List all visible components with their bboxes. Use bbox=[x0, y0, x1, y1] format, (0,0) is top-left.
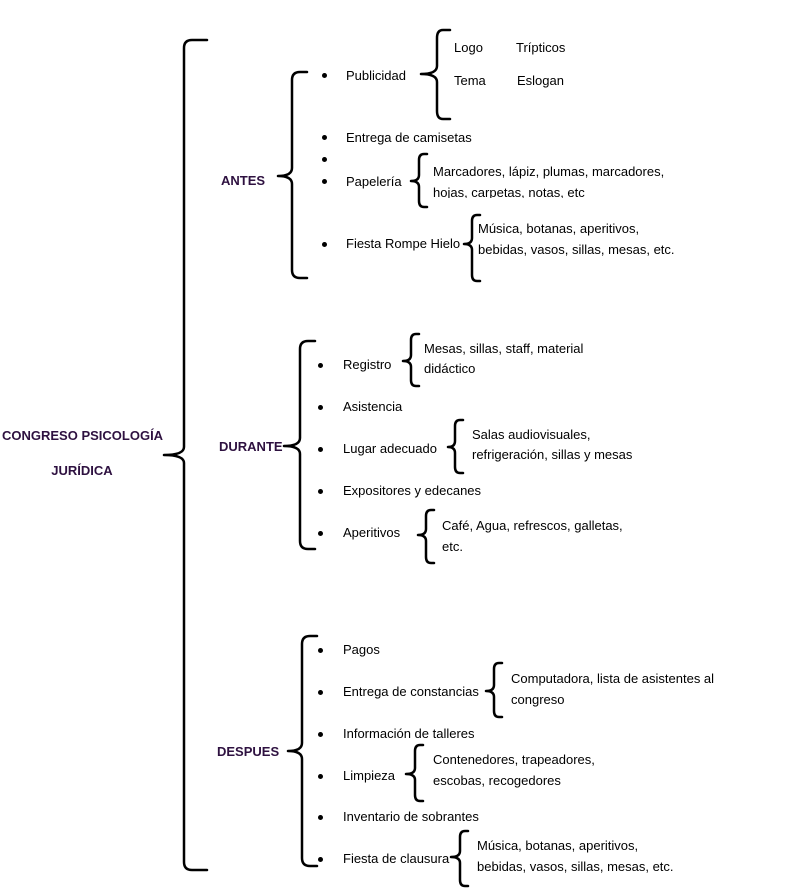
durante-brace bbox=[282, 339, 317, 551]
detail-papeleria-line1: Marcadores, lápiz, plumas, marcadores, bbox=[433, 164, 665, 179]
detail-limpieza-line2: escobas, recogedores bbox=[433, 773, 561, 788]
bullet-icon bbox=[318, 531, 323, 536]
phase-antes-label: ANTES bbox=[221, 173, 266, 188]
detail-registro-line2: didáctico bbox=[424, 361, 476, 376]
bullet-icon bbox=[322, 242, 327, 247]
papeleria-brace bbox=[409, 152, 429, 209]
item-pagos: Pagos bbox=[343, 642, 380, 657]
detail-constancias-line2: congreso bbox=[511, 692, 565, 707]
detail-papeleria-line2: hojas, carpetas, notas, etc bbox=[433, 185, 585, 198]
detail-constancias-line1: Computadora, lista de asistentes al bbox=[511, 671, 715, 686]
detail-limpieza-line1: Contenedores, trapeadores, bbox=[433, 752, 595, 767]
detail-logo: Logo bbox=[454, 40, 483, 55]
item-aperitivos: Aperitivos bbox=[343, 525, 401, 540]
item-fiesta-clausura: Fiesta de clausura bbox=[343, 851, 450, 866]
detail-tema: Tema bbox=[454, 73, 486, 88]
bullet-icon bbox=[318, 690, 323, 695]
bullet-icon bbox=[322, 135, 327, 140]
phase-despues-label: DESPUES bbox=[217, 744, 280, 759]
item-asistencia: Asistencia bbox=[343, 399, 403, 414]
item-talleres: Información de talleres bbox=[343, 726, 475, 741]
lugar-brace bbox=[446, 418, 465, 475]
clausura-brace bbox=[449, 829, 470, 888]
detail-fiesta-line2: bebidas, vasos, sillas, mesas, etc. bbox=[478, 242, 675, 257]
limpieza-brace bbox=[404, 743, 425, 803]
bullet-icon bbox=[318, 489, 323, 494]
bullet-icon bbox=[318, 815, 323, 820]
root-title-line1: CONGRESO PSICOLOGÍA bbox=[2, 428, 164, 443]
fiesta-brace bbox=[462, 213, 482, 283]
root-brace bbox=[162, 38, 209, 872]
antes-brace bbox=[276, 70, 309, 280]
detail-aperitivos-line2: etc. bbox=[442, 539, 463, 554]
root-title-line2: JURÍDICA bbox=[51, 463, 113, 478]
detail-aperitivos-line1: Café, Agua, refrescos, galletas, bbox=[442, 518, 623, 533]
item-expositores: Expositores y edecanes bbox=[343, 483, 482, 498]
bullet-icon bbox=[322, 179, 327, 184]
detail-eslogan: Eslogan bbox=[517, 73, 564, 88]
detail-registro-line1: Mesas, sillas, staff, material bbox=[424, 341, 584, 356]
bullet-icon bbox=[322, 157, 327, 162]
publicidad-brace bbox=[419, 28, 452, 121]
bullet-icon bbox=[318, 732, 323, 737]
bullet-icon bbox=[322, 73, 327, 78]
item-constancias: Entrega de constancias bbox=[343, 684, 479, 699]
aperitivos-brace bbox=[416, 508, 436, 565]
bullet-icon bbox=[318, 648, 323, 653]
detail-tripticos: Trípticos bbox=[516, 40, 566, 55]
item-papeleria: Papelería bbox=[346, 174, 402, 189]
item-inventario: Inventario de sobrantes bbox=[343, 809, 479, 824]
bullet-icon bbox=[318, 405, 323, 410]
detail-fiesta-line1: Música, botanas, aperitivos, bbox=[478, 221, 640, 236]
item-fiesta-rompe-hielo: Fiesta Rompe Hielo bbox=[346, 236, 461, 251]
bullet-icon bbox=[318, 363, 323, 368]
detail-lugar-line1: Salas audiovisuales, bbox=[472, 427, 591, 442]
detail-lugar-line2: refrigeración, sillas y mesas bbox=[472, 447, 633, 462]
item-camisetas: Entrega de camisetas bbox=[346, 130, 472, 145]
constancias-brace bbox=[484, 661, 504, 719]
detail-clausura-line1: Música, botanas, aperitivos, bbox=[477, 838, 639, 853]
bullet-icon bbox=[318, 447, 323, 452]
bullet-icon bbox=[318, 857, 323, 862]
registro-brace bbox=[401, 332, 421, 388]
item-limpieza: Limpieza bbox=[343, 768, 396, 783]
item-publicidad: Publicidad bbox=[346, 68, 406, 83]
phase-durante-label: DURANTE bbox=[219, 439, 283, 454]
detail-clausura-line2: bebidas, vasos, sillas, mesas, etc. bbox=[477, 859, 674, 874]
bullet-icon bbox=[318, 774, 323, 779]
item-registro: Registro bbox=[343, 357, 392, 372]
despues-brace bbox=[286, 634, 319, 868]
item-lugar-adecuado: Lugar adecuado bbox=[343, 441, 437, 456]
